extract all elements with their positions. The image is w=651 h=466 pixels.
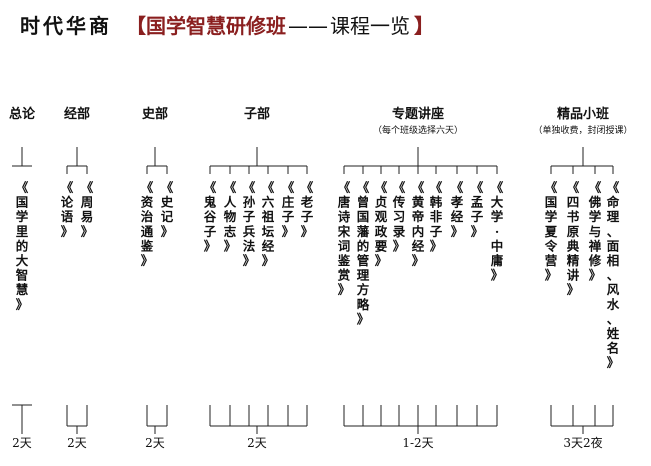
group-zhuanti: 专题讲座 （每个班级选择六天） 《唐诗宋词鉴赏》《曾国藩的管理方略》《贞观政要》《传… <box>337 106 504 450</box>
duration-label-jingpin: 3天2夜 <box>563 435 602 450</box>
duration-label-zonglun: 2天 <box>12 436 32 450</box>
category-label-jingbu: 经部 <box>64 106 90 122</box>
course-title: 《佛学与禅修》 <box>588 180 602 283</box>
course-title: 《周易》 <box>81 180 94 239</box>
group-zonglun: 总论《国学里的大智慧》 2天 <box>9 106 36 450</box>
header: 时代华商 【国学智慧研修班 —— 课程一览 】 <box>20 14 434 38</box>
course-title: 《人物志》 <box>224 180 237 253</box>
course-title: 《黄帝内经》 <box>412 180 425 268</box>
course-title: 《国学里的大智慧》 <box>15 180 29 312</box>
course-title: 《孝经》 <box>450 180 464 239</box>
category-label-zonglun: 总论 <box>9 106 36 122</box>
group-zibu: 子部《鬼谷子》《人物志》《孙子兵法》《六祖坛经》《庄子》《老子》 2天 <box>204 106 314 450</box>
course-title: 《国学夏令营》 <box>544 180 558 283</box>
category-label-zhuanti: 专题讲座 <box>392 106 444 122</box>
category-label-jingpin: 精品小班 <box>557 106 609 122</box>
course-title: 《传习录》 <box>392 180 406 253</box>
course-title: 《命理、面相、风水、姓名》 <box>606 180 620 370</box>
duration-label-zibu: 2天 <box>247 436 267 450</box>
duration-label-shibu: 2天 <box>145 436 165 450</box>
course-title: 《四书原典精讲》 <box>567 180 580 297</box>
course-title: 《大学·中庸》 <box>491 180 504 283</box>
category-sublabel-zhuanti: （每个班级选择六天） <box>373 124 463 136</box>
course-title: 《鬼谷子》 <box>204 180 217 253</box>
course-title: 《老子》 <box>300 180 314 239</box>
group-shibu: 史部《资治通鉴》《史记》 2天 <box>140 106 174 450</box>
group-jingbu: 经部《论语》《周易》 2天 <box>61 106 94 450</box>
title-end: 】 <box>414 14 434 38</box>
category-label-zibu: 子部 <box>244 106 270 122</box>
course-title: 《六祖坛经》 <box>261 180 275 268</box>
group-jingpin: 精品小班 （单独收费，封闭授课） 《国学夏令营》《四书原典精讲》《佛学与禅修》《命理… <box>533 106 632 450</box>
duration-label-jingbu: 2天 <box>67 436 87 450</box>
duration-label-zhuanti: 1-2天 <box>402 436 433 450</box>
course-title: 《贞观政要》 <box>375 180 388 268</box>
title-main: 【国学智慧研修班 <box>126 14 286 38</box>
course-title: 《资治通鉴》 <box>140 180 154 268</box>
title-tail: 课程一览 <box>330 14 410 38</box>
course-tree: 总论《国学里的大智慧》2天经部《论语》《周易》2天史部《资治通鉴》《史记》2天子… <box>9 106 633 450</box>
course-title: 《孟子》 <box>471 180 484 239</box>
brand-name: 时代华商 <box>20 14 112 38</box>
category-sublabel-jingpin: （单独收费，封闭授课） <box>533 124 632 136</box>
course-title: 《韩非子》 <box>430 180 443 253</box>
course-title: 《史记》 <box>161 180 174 239</box>
course-title: 《论语》 <box>61 180 74 239</box>
course-title: 《孙子兵法》 <box>243 180 256 268</box>
course-title: 《庄子》 <box>282 180 295 239</box>
category-label-shibu: 史部 <box>142 106 168 122</box>
course-title: 《唐诗宋词鉴赏》 <box>337 180 351 297</box>
course-title: 《曾国藩的管理方略》 <box>357 180 370 326</box>
title-dash: —— <box>288 14 328 38</box>
